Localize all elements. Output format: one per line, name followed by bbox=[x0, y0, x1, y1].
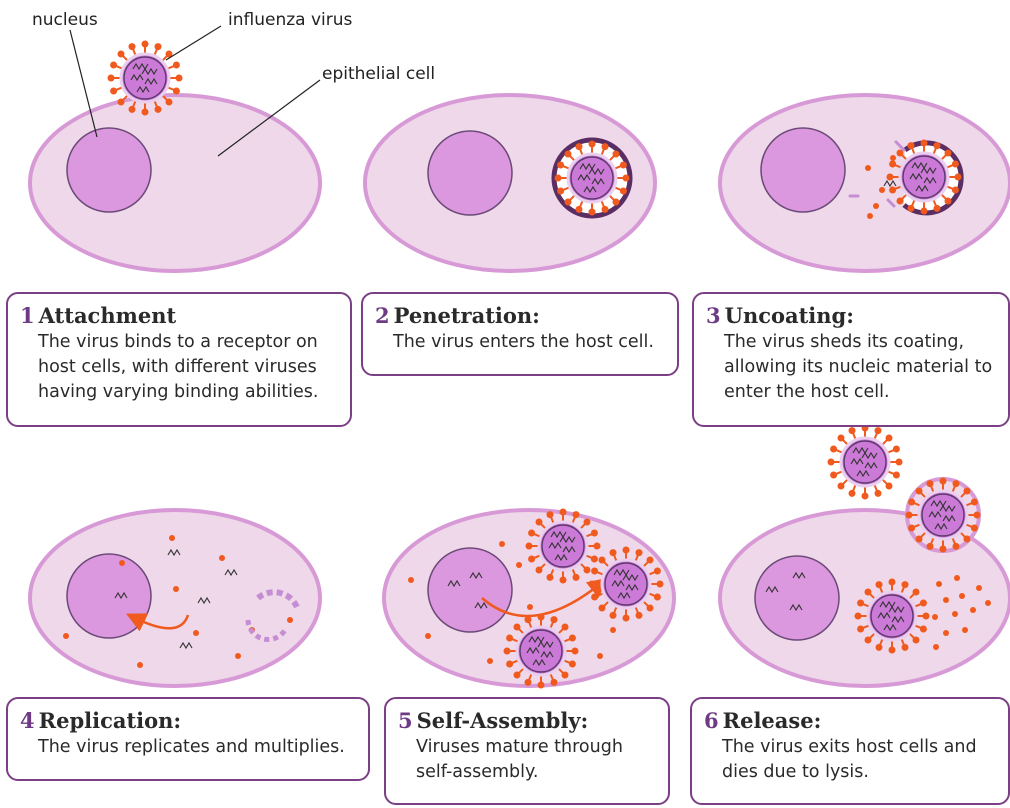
influenza-virus-icon bbox=[524, 507, 602, 585]
nucleus bbox=[427, 547, 513, 633]
influenza-virus-icon bbox=[853, 577, 931, 655]
nucleus bbox=[754, 555, 840, 641]
viral-fragments bbox=[865, 155, 896, 219]
replication-arrow bbox=[126, 613, 190, 632]
panel-4-replication bbox=[28, 508, 322, 688]
epithelial-cell-label: epithelial cell bbox=[322, 64, 436, 84]
nucleus bbox=[427, 130, 513, 216]
influenza-virus-icon bbox=[587, 545, 665, 623]
step-description: The virus enters the host cell. bbox=[393, 332, 654, 352]
panel-1-attachment bbox=[28, 25, 322, 273]
nucleus bbox=[760, 127, 846, 213]
nucleus-label: nucleus bbox=[32, 10, 98, 30]
step-description: The virus exits host cells and dies due … bbox=[722, 737, 977, 782]
step-description: Viruses mature through self-assembly. bbox=[416, 737, 623, 782]
nucleus bbox=[66, 127, 152, 213]
nucleus bbox=[66, 553, 152, 639]
step-description: The virus binds to a receptor on host ce… bbox=[38, 332, 319, 402]
influenza-virus-icon bbox=[826, 423, 904, 501]
influenza-virus-label: influenza virus bbox=[228, 10, 353, 30]
panel-2-penetration bbox=[363, 93, 657, 273]
panel-5-self-assembly bbox=[382, 507, 676, 690]
influenza-virus-icon bbox=[106, 39, 184, 117]
panel-6-release bbox=[718, 423, 1010, 688]
step-description: The virus replicates and multiplies. bbox=[38, 737, 345, 757]
influenza-virus-icon bbox=[885, 138, 963, 216]
influenza-virus-icon bbox=[502, 612, 580, 690]
step-description: The virus sheds its coating, allowing it… bbox=[724, 332, 993, 402]
epithelial-cell bbox=[718, 508, 1010, 688]
panel-3-uncoating bbox=[718, 93, 1010, 273]
assembly-arrow bbox=[481, 577, 608, 618]
influenza-virus-icon bbox=[553, 139, 631, 217]
influenza-virus-icon bbox=[904, 476, 982, 554]
